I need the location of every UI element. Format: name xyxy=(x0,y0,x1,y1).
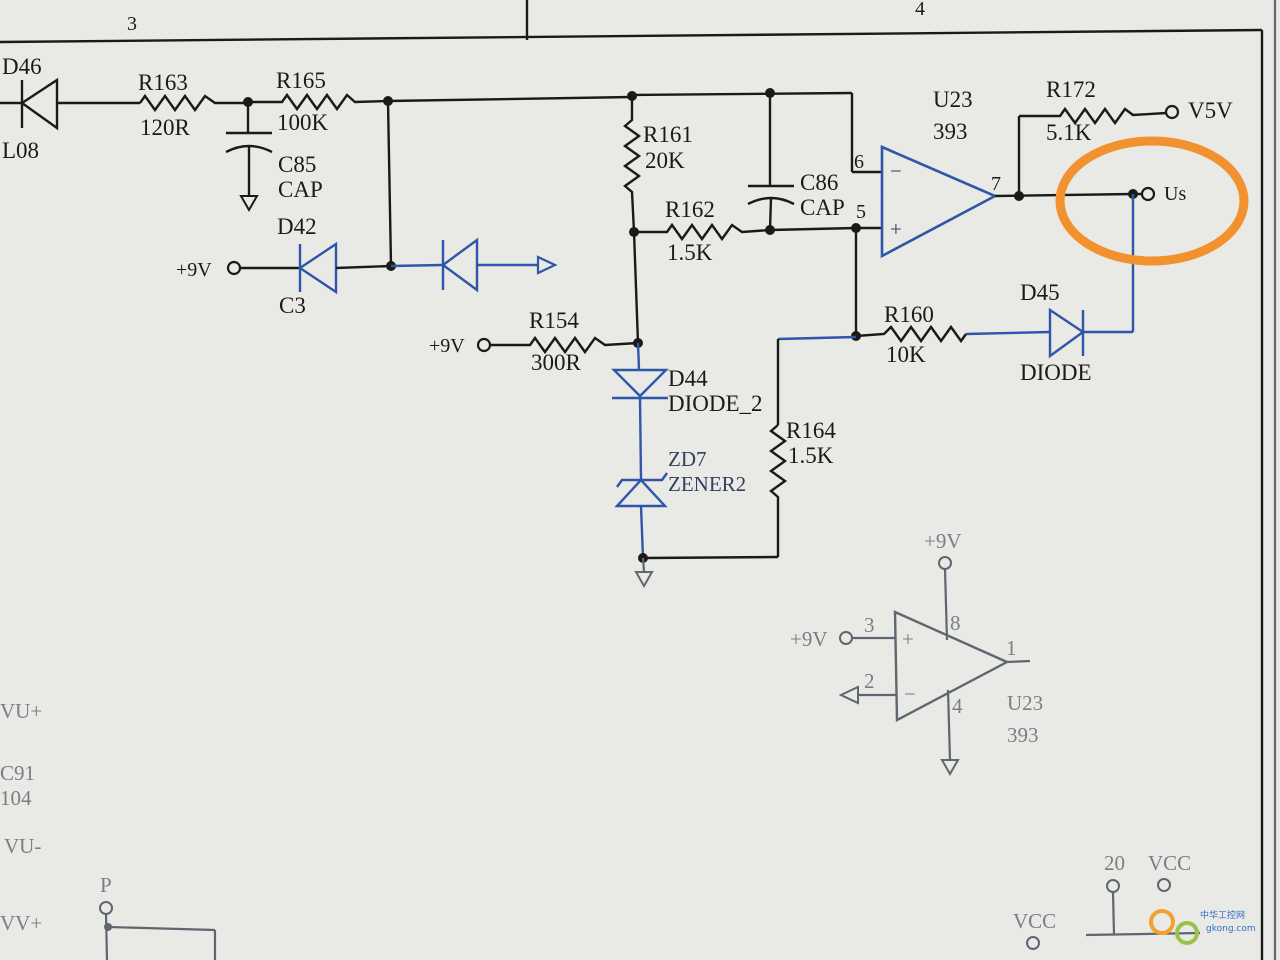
u23a-plus: + xyxy=(890,217,902,241)
zener-zd7: ZD7 ZENER2 xyxy=(614,397,746,559)
ground-symbol xyxy=(634,571,654,589)
resistor-r163: R163 120R xyxy=(138,70,248,140)
r160-value: 10K xyxy=(886,342,926,367)
r163-value: 120R xyxy=(140,115,191,140)
watermark-url: gkong.com xyxy=(1206,924,1256,934)
gear-icon xyxy=(1175,921,1199,945)
p-label: P xyxy=(100,873,112,897)
pin-3: 3 xyxy=(864,613,875,637)
border-col-3: 3 xyxy=(127,13,137,35)
c85-ref: C85 xyxy=(278,152,316,177)
pin-5: 5 xyxy=(856,201,866,223)
bottom-right-fragment: 20 VCC VCC xyxy=(1013,851,1201,950)
r164-ref: R164 xyxy=(786,418,836,443)
c91-value: 104 xyxy=(0,786,32,810)
left-edge-labels: VU+ C91 104 VU- VV+ P xyxy=(0,699,217,960)
u23b-supply-top: +9V xyxy=(924,529,962,553)
diode-unlabeled xyxy=(390,237,558,293)
comparator-u23a: − + 6 5 7 U23 393 xyxy=(850,87,1001,259)
c91-ref: C91 xyxy=(0,761,35,785)
r154-ref: R154 xyxy=(529,308,579,333)
pin-1: 1 xyxy=(1006,636,1017,660)
border-col-4: 4 xyxy=(915,0,925,20)
r161-ref: R161 xyxy=(643,122,693,147)
resistor-r162: R162 1.5K xyxy=(634,197,771,265)
d42-value: C3 xyxy=(279,293,306,318)
u23b-value: 393 xyxy=(1007,723,1039,747)
pin-8: 8 xyxy=(950,611,961,635)
d44-value: DIODE_2 xyxy=(668,391,763,416)
pin-6: 6 xyxy=(854,151,864,173)
resistor-r154: +9V R154 300R xyxy=(429,308,639,375)
r162-ref: R162 xyxy=(665,197,715,222)
resistor-r165: R165 100K xyxy=(248,68,389,135)
u23b-ref: U23 xyxy=(1007,691,1043,715)
r164-value: 1.5K xyxy=(788,443,834,468)
diode-d46: D46 L08 xyxy=(0,54,140,163)
r172-ref: R172 xyxy=(1046,77,1096,102)
r165-value: 100K xyxy=(277,110,329,135)
diode-d45: D45 DIODE xyxy=(965,194,1135,385)
resistor-r160: R160 10K xyxy=(854,228,967,367)
r162-value: 1.5K xyxy=(667,240,713,265)
r172-value: 5.1K xyxy=(1046,120,1092,145)
pin-2: 2 xyxy=(864,669,875,693)
capacitor-c86: C86 CAP xyxy=(747,93,857,232)
vcc-label-1: VCC xyxy=(1148,851,1191,875)
r165-ref: R165 xyxy=(276,68,326,93)
vu-plus-label: VU+ xyxy=(0,699,42,723)
r160-ref: R160 xyxy=(884,302,934,327)
port-v5v: V5V xyxy=(1188,98,1233,123)
u23a-minus: − xyxy=(890,159,902,183)
diode-d44: D44 DIODE_2 xyxy=(611,342,763,416)
zd7-value: ZENER2 xyxy=(668,472,746,496)
resistor-r164: R164 1.5K xyxy=(644,335,857,560)
r154-supply-label: +9V xyxy=(429,335,465,357)
pin-7: 7 xyxy=(991,173,1001,195)
r154-value: 300R xyxy=(531,350,582,375)
port-us-label: Us xyxy=(1164,183,1186,205)
resistor-r172: R172 5.1K V5V xyxy=(1017,77,1233,196)
r163-ref: R163 xyxy=(138,70,188,95)
port-us: Us xyxy=(1133,183,1186,205)
c85-value: CAP xyxy=(278,177,323,202)
c86-value: CAP xyxy=(800,195,845,220)
watermark-text: 中华工控网 xyxy=(1200,909,1245,921)
u23b-supply-in: +9V xyxy=(790,627,828,651)
d46-ref: D46 xyxy=(2,54,42,79)
c86-ref: C86 xyxy=(800,170,838,195)
comparator-u23b: +9V 8 +9V 3 + 2 − 1 4 U23 393 xyxy=(790,529,1043,777)
d42-supply-label: +9V xyxy=(176,259,212,281)
highlight-circle xyxy=(1055,136,1249,266)
d45-value: DIODE xyxy=(1020,360,1092,385)
zd7-ref: ZD7 xyxy=(668,447,707,471)
d46-value: L08 xyxy=(2,138,39,163)
u23b-minus: − xyxy=(904,682,916,706)
d42-ref: D42 xyxy=(277,214,317,239)
u23a-ref: U23 xyxy=(933,87,973,112)
watermark: 中华工控网 gkong.com xyxy=(1149,909,1256,945)
r161-value: 20K xyxy=(645,148,685,173)
u23a-value: 393 xyxy=(933,119,968,144)
vu-minus-label: VU- xyxy=(4,834,41,858)
pin-4: 4 xyxy=(952,694,963,718)
diode-d42: +9V D42 C3 xyxy=(176,214,392,318)
d44-ref: D44 xyxy=(668,366,708,391)
pin-20-label: 20 xyxy=(1104,851,1125,875)
u23b-plus: + xyxy=(902,627,914,651)
gear-icon xyxy=(1149,909,1175,935)
d45-ref: D45 xyxy=(1020,280,1060,305)
capacitor-c85: C85 CAP xyxy=(225,102,323,213)
junction-dot xyxy=(851,331,861,341)
vcc-label-2: VCC xyxy=(1013,909,1056,933)
vv-plus-label: VV+ xyxy=(0,911,42,935)
resistor-r161: R161 20K xyxy=(622,96,693,233)
